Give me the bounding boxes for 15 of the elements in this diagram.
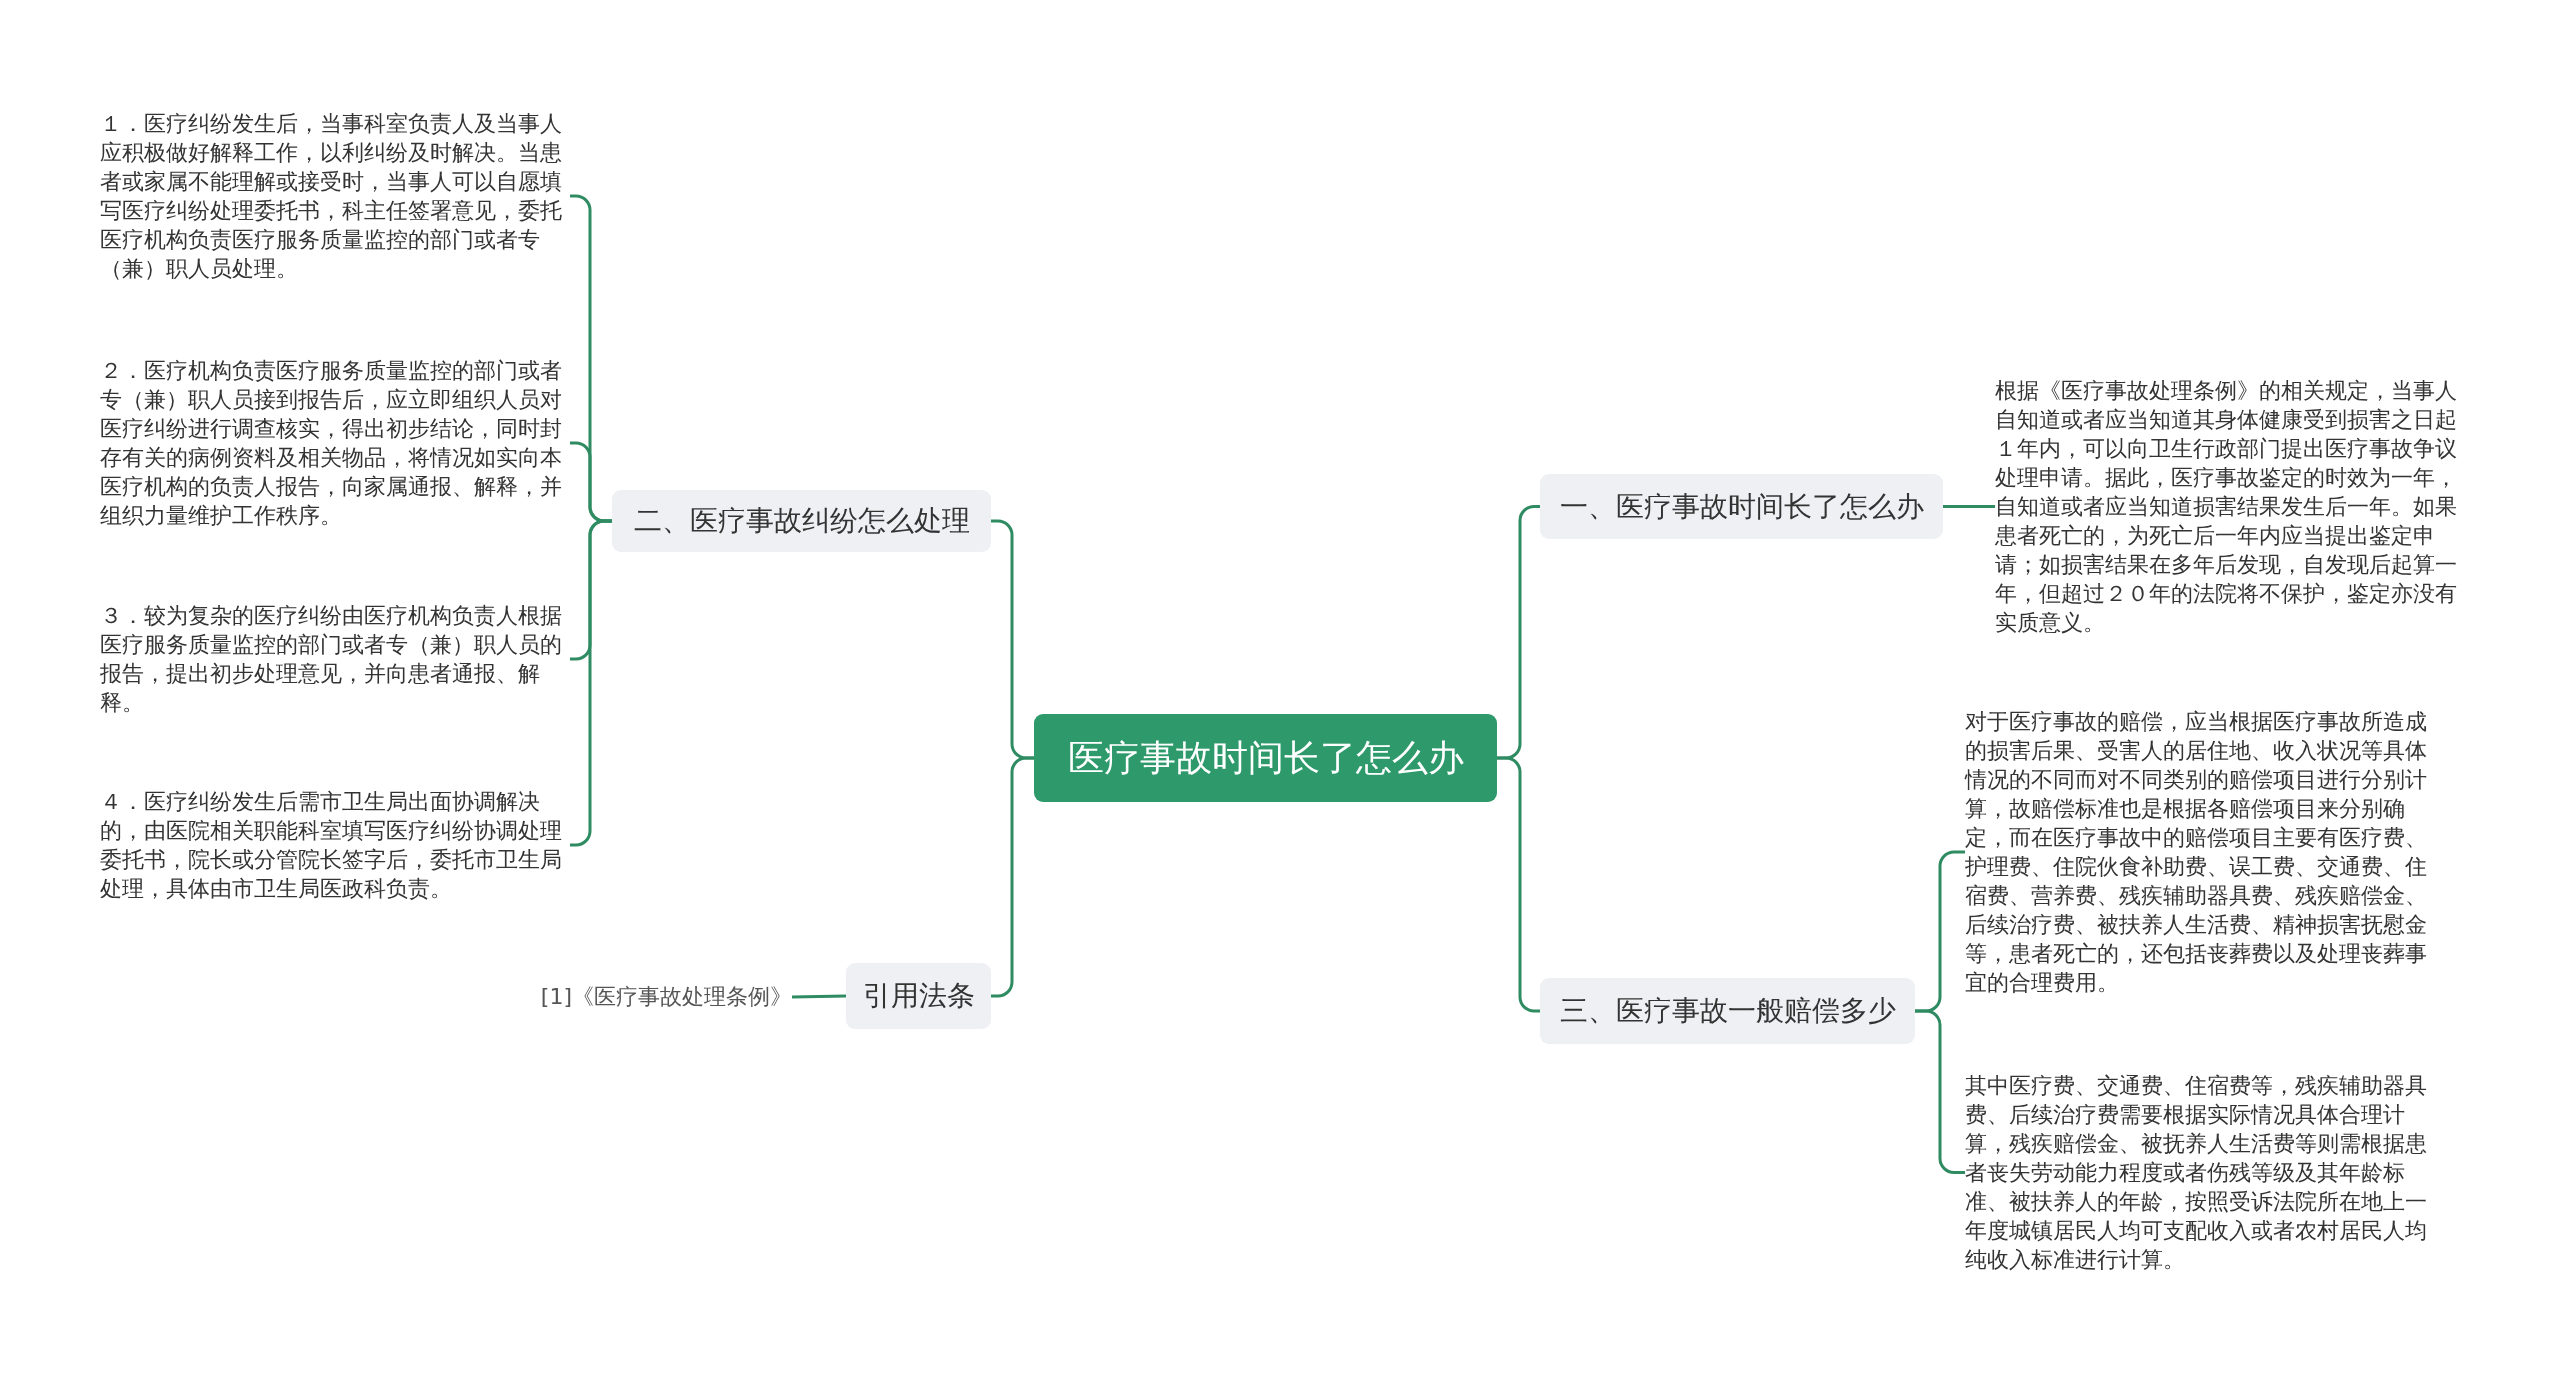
connector-line <box>1943 505 1995 508</box>
note-text: 其中医疗费、交通费、住宿费等，残疾辅助器具费、后续治疗费需要根据实际情况具体合理计算，残疾赔偿金、被抚养人生活费等则需根据患者丧失劳动能力程度或者伤残等级及其年龄标准、被扶养人的年龄，按照受诉法院所在地上一年度城镇居民人均可支配收入或者农村居民人均纯收入标准进行计算。 <box>1965 1072 2428 1274</box>
note-text: ２．医疗机构负责医疗服务质量监控的部门或者专（兼）职人员接到报告后，应立即组织人员对医疗纠纷进行调查核实，得出初步结论，同时封存有关的病例资料及相关物品，将情况如实向本医疗机构的负责人报告，向家属通报、解释，并组织力量维护工作秩序。 <box>100 357 563 530</box>
connector-line <box>791 994 847 999</box>
topic-box: 二、医疗事故纠纷怎么处理 <box>612 490 991 552</box>
note-text: ４．医疗纠纷发生后需市卫生局出面协调解决的，由医院相关职能科室填写医疗纠纷协调处理委托书，院长或分管院长签字后，委托市卫生局处理，具体由市卫生局医政科负责。 <box>100 788 563 903</box>
central-topic: 医疗事故时间长了怎么办 <box>1034 714 1497 802</box>
topic-box: 引用法条 <box>846 963 991 1029</box>
reference-text: [1]《医疗事故处理条例》 <box>540 983 792 1011</box>
note-text: 根据《医疗事故处理条例》的相关规定，当事人自知道或者应当知道其身体健康受到损害之日起１年内，可以向卫生行政部门提出医疗事故争议处理申请。据此，医疗事故鉴定的时效为一年，自知道或者应当知道损害结果发生后一年。如果患者死亡的，为死亡后一年内应当提出鉴定申请；如损害结果在多年后发现，自发现后起算一年，但超过２０年的法院将不保护，鉴定亦没有实质意义。 <box>1995 377 2458 637</box>
note-text: １．医疗纠纷发生后，当事科室负责人及当事人应积极做好解释工作，以利纠纷及时解决。当患者或家属不能理解或接受时，当事人可以自愿填写医疗纠纷处理委托书，科主任签署意见，委托医疗机构负责医疗服务质量监控的部门或者专（兼）职人员处理。 <box>100 110 563 283</box>
topic-box: 三、医疗事故一般赔偿多少 <box>1540 978 1915 1044</box>
topic-box: 一、医疗事故时间长了怎么办 <box>1540 474 1943 539</box>
note-text: 对于医疗事故的赔偿，应当根据医疗事故所造成的损害后果、受害人的居住地、收入状况等具体情况的不同而对不同类别的赔偿项目进行分别计算，故赔偿标准也是根据各赔偿项目来分别确定，而在医疗事故中的赔偿项目主要有医疗费、护理费、住院伙食补助费、误工费、交通费、住宿费、营养费、残疾辅助器具费、残疾赔偿金、后续治疗费、被扶养人生活费、精神损害抚慰金等，患者死亡的，还包括丧葬费以及处理丧葬事宜的合理费用。 <box>1965 708 2428 997</box>
note-text: ３．较为复杂的医疗纠纷由医疗机构负责人根据医疗服务质量监控的部门或者专（兼）职人员的报告，提出初步处理意见，并向患者通报、解释。 <box>100 602 563 717</box>
